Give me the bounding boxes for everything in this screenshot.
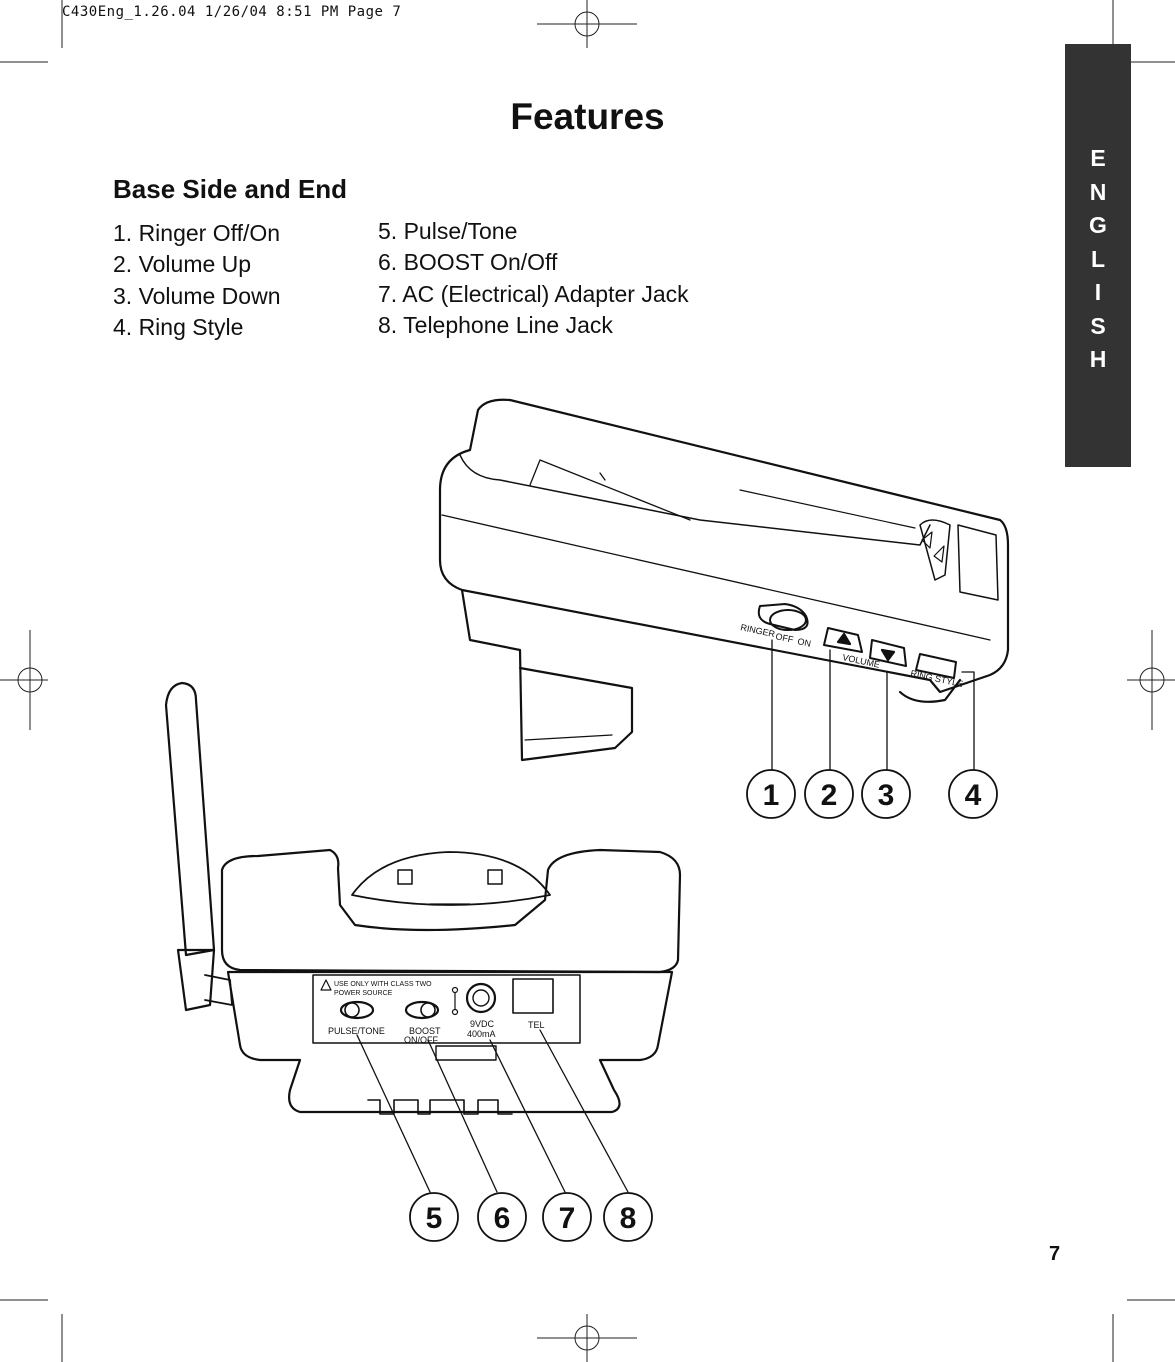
list-item: 5. Pulse/Tone	[378, 218, 518, 244]
volume-down-button	[869, 639, 907, 667]
registration-mark-top	[537, 0, 637, 48]
boost-label: BOOST	[409, 1026, 441, 1036]
page-title: Features	[510, 96, 665, 137]
tab-letter: I	[1094, 279, 1102, 305]
ring-style-button	[915, 653, 957, 679]
tab-letter: S	[1090, 312, 1106, 339]
callout-number: 2	[821, 779, 838, 812]
ringer-switch	[757, 603, 809, 631]
side-leaders	[771, 639, 975, 771]
power-label: 9VDC	[470, 1019, 495, 1029]
registration-mark-bottom	[537, 1314, 637, 1362]
callout-number: 4	[965, 779, 982, 812]
base-end-view	[164, 681, 682, 1115]
end-leaders	[356, 1029, 629, 1193]
registration-mark-right	[1127, 630, 1175, 730]
tab-letter: N	[1089, 178, 1107, 205]
volume-up-button	[823, 627, 863, 653]
callout-number: 8	[620, 1202, 637, 1235]
callout-number: 1	[763, 779, 780, 812]
feature-list-right: 5. Pulse/Tone 6. BOOST On/Off 7. AC (Ele…	[378, 216, 689, 341]
on-label: ON	[797, 636, 812, 649]
tab-letter: G	[1089, 212, 1107, 238]
callout-circles	[409, 769, 998, 1242]
boost-label: ON/OFF	[404, 1035, 438, 1045]
feature-list-left: 1. Ringer Off/On 2. Volume Up 3. Volume …	[113, 218, 280, 343]
callout-number: 3	[878, 779, 895, 812]
base-side-view	[438, 398, 1010, 762]
list-item: 1. Ringer Off/On	[113, 220, 281, 246]
list-item: 2. Volume Up	[113, 251, 252, 278]
list-item: 8. Telephone Line Jack	[378, 311, 613, 338]
tab-letter: L	[1090, 245, 1106, 272]
page-number: 7	[1049, 1243, 1061, 1265]
callout-number: 6	[494, 1202, 511, 1235]
callout-number: 7	[559, 1202, 576, 1235]
tel-label: TEL	[528, 1020, 545, 1030]
tab-letter: H	[1089, 346, 1107, 372]
registration-mark-left	[0, 630, 48, 730]
list-item: 6. BOOST On/Off	[378, 249, 558, 276]
list-item: 7. AC (Electrical) Adapter Jack	[378, 280, 689, 307]
list-item: 3. Volume Down	[113, 282, 281, 309]
list-item: 4. Ring Style	[113, 313, 244, 340]
off-label: OFF	[775, 631, 795, 645]
section-title: Base Side and End	[113, 174, 348, 204]
warning-text: USE ONLY WITH CLASS TWO	[334, 981, 432, 988]
tab-letter: E	[1090, 145, 1106, 171]
print-slug: C430Eng_1.26.04 1/26/04 8:51 PM Page 7	[62, 4, 402, 20]
pulse-tone-label: PULSE/TONE	[328, 1026, 385, 1036]
power-label: 400mA	[467, 1029, 496, 1039]
language-tab: E N G L I S H	[1065, 44, 1131, 467]
ring-style-label: RING STYLE	[910, 668, 964, 689]
callout-number: 5	[426, 1202, 443, 1235]
warning-text: POWER SOURCE	[334, 990, 393, 997]
